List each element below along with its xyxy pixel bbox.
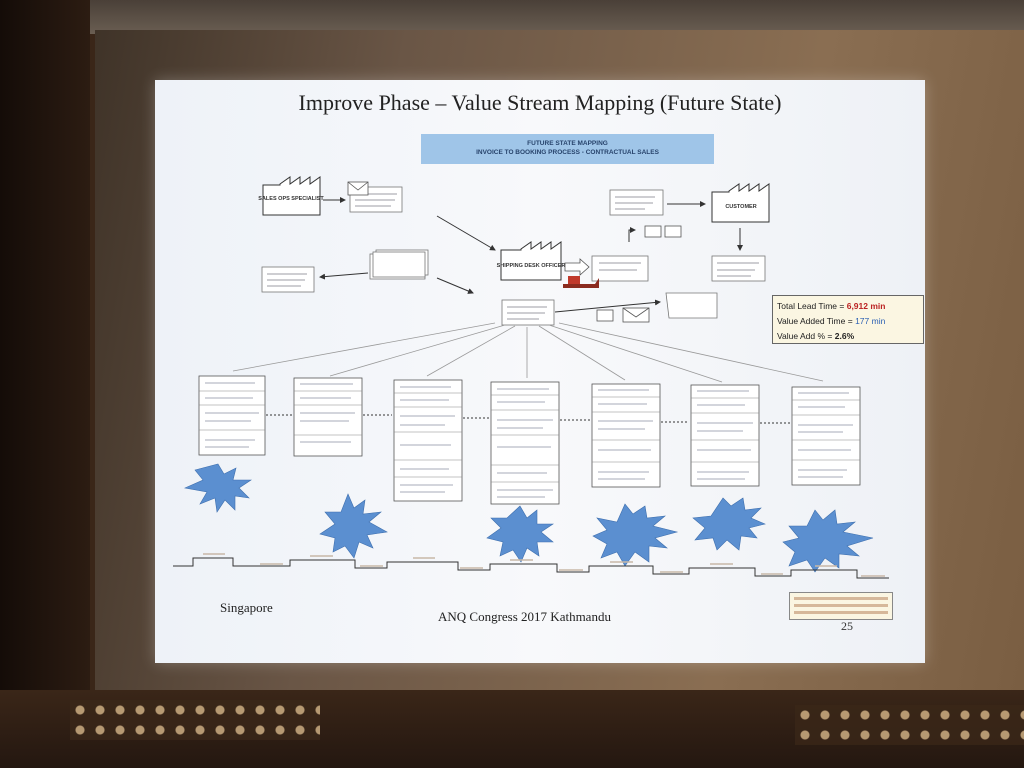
value-added-label: Value Added Time (777, 316, 845, 326)
value-added-value: 177 min (855, 316, 885, 326)
customer-label: CUSTOMER (725, 204, 756, 210)
fan-lines (233, 323, 823, 382)
value-add-pct-value: 2.6% (835, 331, 854, 341)
email-icon-lower (597, 308, 649, 322)
value-added-row: Value Added Time = 177 min (777, 314, 919, 329)
footer-location: Singapore (220, 600, 273, 616)
decorative-grille-left (70, 700, 320, 740)
decorative-grille-right (795, 705, 1024, 745)
sales-ops-label: SALES OPS SPECIALIST (258, 196, 324, 202)
footer-event: ANQ Congress 2017 Kathmandu (438, 609, 611, 625)
dark-wall-left (0, 0, 90, 768)
projector-screen-housing (80, 0, 1024, 34)
shipping-label: SHIPPING DESK OFFICER (497, 263, 566, 269)
presentation-slide: Improve Phase – Value Stream Mapping (Fu… (155, 80, 925, 663)
email-icon-middle (645, 226, 681, 237)
factory-icon-sales-ops: SALES OPS SPECIALIST (258, 177, 324, 215)
factory-icon-shipping: SHIPPING DESK OFFICER (497, 242, 566, 280)
process-box-row (199, 376, 860, 504)
lead-time-row: Total Lead Time = 6,912 min (777, 299, 919, 314)
factory-icon-customer: CUSTOMER (712, 184, 769, 222)
push-arrow-icon (565, 259, 589, 275)
lead-time-ladder (173, 558, 889, 578)
value-add-pct-label: Value Add % (777, 331, 825, 341)
lead-time-summary-box: Total Lead Time = 6,912 min Value Added … (772, 295, 924, 344)
stacked-documents-icon (373, 250, 428, 277)
slide-number: 25 (841, 619, 853, 634)
value-stream-map: SALES OPS SPECIALIST SHIPPING DESK OFFIC… (155, 80, 925, 663)
lead-time-value: 6,912 min (847, 301, 886, 311)
value-add-pct-row: Value Add % = 2.6% (777, 329, 919, 344)
timeline-labels (203, 554, 885, 576)
email-icon-top-left (348, 182, 368, 195)
lead-time-label: Total Lead Time (777, 301, 837, 311)
mini-summary-box (789, 592, 893, 620)
